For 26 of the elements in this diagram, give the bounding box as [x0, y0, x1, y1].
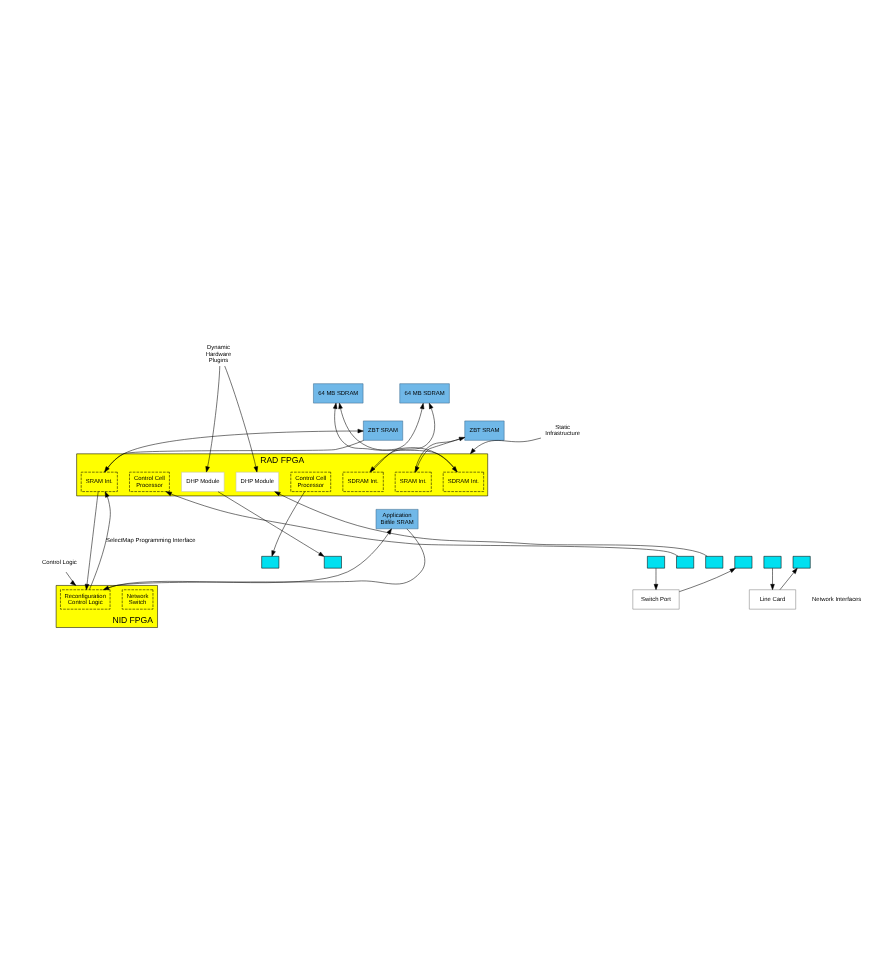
arrow	[165, 490, 679, 556]
arrow	[271, 490, 305, 556]
arrow	[104, 439, 364, 472]
node-box	[763, 555, 782, 568]
node-box	[323, 555, 342, 568]
arrow	[217, 490, 325, 556]
arrow	[679, 566, 736, 591]
node-box	[734, 555, 753, 568]
arrow	[370, 402, 425, 472]
node-box	[705, 555, 724, 568]
arrow	[770, 567, 775, 589]
node-box	[676, 555, 695, 568]
arrow	[84, 490, 99, 589]
arrow	[89, 490, 111, 589]
node-box	[647, 555, 665, 568]
arrow	[205, 364, 221, 472]
arrow	[65, 570, 77, 585]
arrow	[224, 364, 258, 472]
arrow	[470, 436, 542, 454]
node-box	[261, 555, 280, 568]
arrow	[369, 402, 435, 472]
arrow	[653, 567, 659, 589]
arrow	[779, 567, 798, 589]
arrow	[104, 427, 364, 472]
arrow	[274, 490, 708, 556]
node-box	[792, 555, 811, 568]
